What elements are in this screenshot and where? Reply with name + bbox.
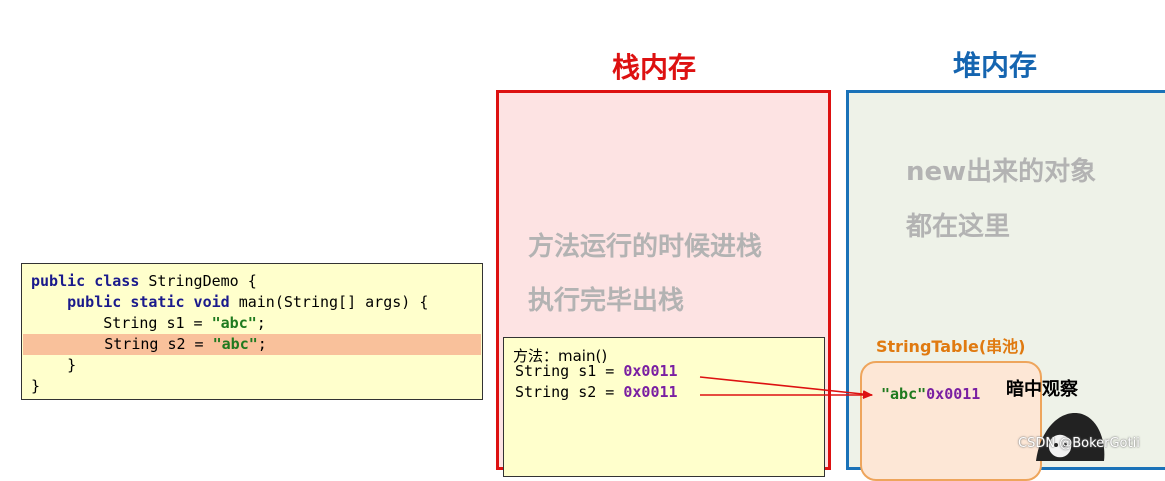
csdn-watermark: CSDN @BokerGotii (1018, 436, 1140, 451)
diagram-overlay (0, 0, 1165, 461)
arrow-s1-to-pool (700, 377, 872, 395)
